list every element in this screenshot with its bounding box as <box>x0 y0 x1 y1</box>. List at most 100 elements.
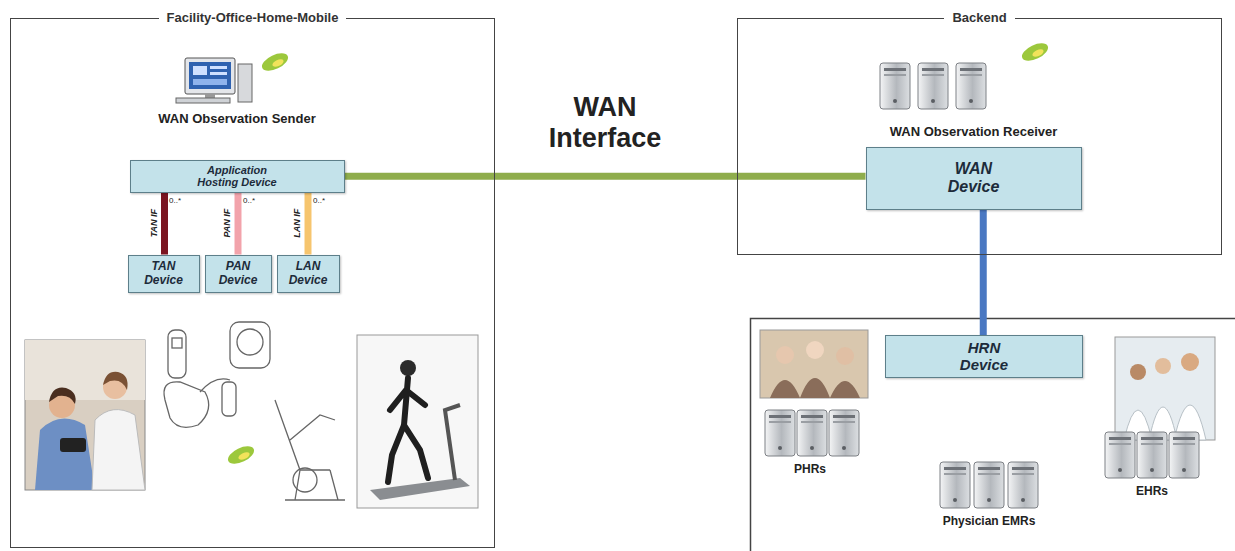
server-icon <box>1137 432 1167 478</box>
server-icon <box>880 63 910 109</box>
label-anchor: 0..* <box>169 196 181 206</box>
continua-logo <box>225 443 256 468</box>
device-box: TAN Device <box>128 255 200 293</box>
patient-photo <box>25 340 145 490</box>
treadmill-photo <box>357 335 478 508</box>
photo-frame <box>1115 337 1215 440</box>
patient-body <box>35 419 95 490</box>
lan-link <box>305 193 312 255</box>
nurse-hair <box>103 372 128 390</box>
interface-label: WAN Interface <box>530 92 680 154</box>
label-anchor: 0..* <box>243 196 255 206</box>
edge-label-anchor: LAN IF <box>292 209 302 238</box>
box-outline: HRN Device <box>885 335 1083 378</box>
box-label: TAN Device <box>133 260 195 288</box>
person-head <box>836 347 854 365</box>
interface-tag: TAN IF <box>149 209 159 237</box>
person-head <box>806 341 824 359</box>
label-anchor: Physician EMRs <box>943 514 1036 528</box>
box-outline: Application Hosting Device <box>130 160 345 193</box>
interface-tag: PAN IF <box>222 209 232 238</box>
pedometer <box>222 382 236 416</box>
edge-label-anchor: PAN IF <box>222 209 232 238</box>
region-panel: BackendWAN Observation ReceiverWAN Devic… <box>737 18 1222 255</box>
bp-cuff-sketch <box>164 382 209 428</box>
glucometer-screen <box>172 338 182 348</box>
system-label: Physician EMRs <box>943 514 1036 528</box>
box-outline: TAN Device <box>128 255 200 293</box>
box-heading: WAN Observation Receiver <box>826 124 1122 139</box>
label-anchor: 0..* <box>313 196 325 206</box>
person-head <box>776 346 794 364</box>
keyboard <box>176 98 230 103</box>
box-outline: WAN Device <box>866 147 1082 210</box>
server-icon <box>765 410 795 456</box>
box-outline: LAN Device <box>277 255 340 293</box>
box-heading: WAN Observation Sender <box>90 111 385 126</box>
device-box: PAN Device <box>205 255 272 293</box>
system-label: EHRs <box>1136 484 1168 498</box>
box-label: Application Hosting Device <box>187 164 287 189</box>
system-label: PHRs <box>794 462 826 476</box>
bike-wheel <box>293 468 317 492</box>
label-anchor: PHRs <box>794 462 826 476</box>
seniors-photo <box>760 330 868 398</box>
multiplicity: 0..* <box>169 196 181 206</box>
server-icon <box>974 462 1004 508</box>
runner-body <box>388 378 428 482</box>
device-box: WAN Observation ReceiverWAN Device <box>866 124 1082 210</box>
hrn-link <box>980 210 987 336</box>
screen-window <box>193 79 227 85</box>
pc-tower <box>238 64 252 102</box>
screen <box>189 62 231 89</box>
exercise-bike <box>275 400 345 500</box>
server-icon <box>1008 462 1038 508</box>
glucometer <box>168 330 186 378</box>
panel-title: Backend <box>944 10 1014 26</box>
server-icon <box>1169 432 1199 478</box>
doctor-head <box>1155 358 1171 374</box>
person-body <box>770 378 860 398</box>
server-icon <box>918 63 948 109</box>
screen-window <box>193 66 207 75</box>
box-label: HRN Device <box>949 339 1019 374</box>
box-label: PAN Device <box>210 260 267 288</box>
treadmill-rail <box>445 405 460 480</box>
nurse-body <box>92 410 145 490</box>
wan-link <box>345 173 866 180</box>
box-outline: PAN Device <box>205 255 272 293</box>
doctor-head <box>1181 353 1199 371</box>
region-panel: Facility-Office-Home-MobileWAN Observati… <box>10 18 495 548</box>
photo-frame <box>25 340 145 490</box>
doctors-photo <box>1115 337 1215 440</box>
box-label: WAN Device <box>939 160 1009 197</box>
scale <box>230 322 270 368</box>
photo-frame <box>357 335 478 508</box>
screen-window <box>210 66 227 69</box>
edge-label-anchor: TAN IF <box>149 209 159 237</box>
interface-tag: LAN IF <box>292 209 302 238</box>
hrn-panel <box>751 319 1235 551</box>
bp-cuff <box>60 438 86 452</box>
screen-window <box>210 72 227 75</box>
doctor-head <box>1130 364 1146 380</box>
edge-label-anchor: WAN Interface <box>530 92 680 154</box>
device-box: LAN Device <box>277 255 340 293</box>
photo-wall <box>25 340 145 400</box>
server-icon <box>1105 432 1135 478</box>
continua-logo <box>1019 40 1050 65</box>
multiplicity: 0..* <box>243 196 255 206</box>
tan-link <box>161 193 168 255</box>
runner-head <box>400 360 416 376</box>
server-icon <box>829 410 859 456</box>
treadmill-deck <box>370 478 470 500</box>
photo-frame <box>760 330 868 398</box>
device-sketches <box>164 322 345 500</box>
server-icon <box>797 410 827 456</box>
continua-logo <box>259 50 290 75</box>
device-box: WAN Observation SenderApplication Hostin… <box>130 111 345 193</box>
monitor-stand <box>205 94 215 98</box>
label-anchor: EHRs <box>1136 484 1168 498</box>
server-icon <box>956 63 986 109</box>
